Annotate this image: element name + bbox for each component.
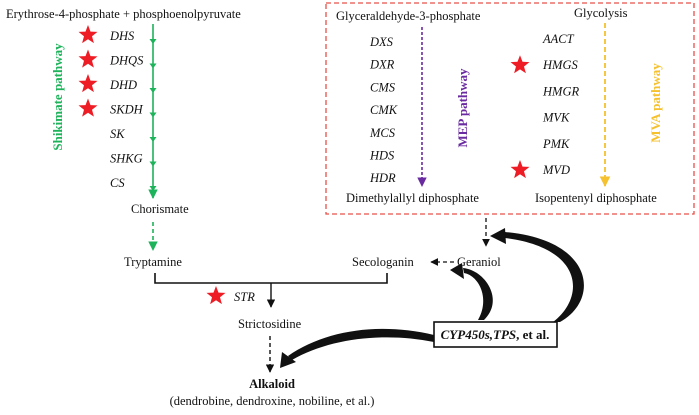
tryptamine-label: Tryptamine [124, 255, 182, 269]
shikimate-enzyme-shkg: SHKG [110, 152, 143, 166]
alkaloid-label: Alkaloid [249, 377, 295, 391]
star-icon [206, 286, 226, 305]
mva-enzyme-mvd: MVD [542, 163, 570, 177]
mep-pathway-label: MEP pathway [455, 68, 470, 148]
mep-enzyme-cmk: CMK [370, 103, 398, 117]
mep-product: Dimethylallyl diphosphate [346, 191, 479, 205]
shikimate-step-arrowhead [149, 186, 157, 191]
star-icon [510, 160, 530, 179]
mep-substrate: Glyceraldehyde-3-phosphate [336, 9, 481, 23]
curve-to-alkaloid [288, 328, 434, 360]
mva-enzyme-hmgs: HMGS [542, 58, 578, 72]
mep-enzyme-list: DXS DXR CMS CMK MCS HDS HDR [369, 35, 398, 185]
mep-enzyme-hdr: HDR [369, 171, 396, 185]
shikimate-enzyme-dhs: DHS [109, 29, 135, 43]
mep-enzyme-hds: HDS [369, 149, 395, 163]
curve-to-terpenoid-head [490, 228, 506, 244]
curve-to-secologanin-head [450, 263, 464, 279]
mep-enzyme-dxr: DXR [369, 58, 395, 72]
star-icon [78, 98, 98, 117]
shikimate-enzyme-dhd: DHD [109, 78, 137, 92]
alkaloid-examples: (dendrobine, dendroxine, nobiline, et al… [170, 394, 375, 408]
mva-enzyme-list: AACT HMGS HMGR MVK PMK MVD [510, 32, 579, 179]
curve-to-terpenoid [505, 232, 584, 322]
shikimate-enzyme-skdh: SKDH [110, 103, 144, 117]
strictosidine-label: Strictosidine [238, 317, 302, 331]
shikimate-enzyme-dhqs: DHQS [109, 54, 144, 68]
star-icon [78, 49, 98, 68]
mva-pathway-label: MVA pathway [648, 63, 663, 143]
shikimate-enzyme-list: DHS DHQS DHD SKDH SK SHKG CS [78, 25, 157, 191]
regulator-tps: ,TPS [489, 327, 516, 342]
condensation-bracket [154, 273, 388, 284]
curve-to-secologanin [463, 268, 493, 320]
shikimate-step-arrowhead [149, 161, 157, 167]
mva-enzyme-hmgr: HMGR [542, 84, 579, 98]
shikimate-substrate: Erythrose-4-phosphate + phosphoenolpyruv… [6, 7, 241, 21]
str-star-icon [206, 286, 226, 305]
mva-enzyme-pmk: PMK [542, 137, 570, 151]
star-icon [510, 55, 530, 74]
mva-product: Isopentenyl diphosphate [535, 191, 657, 205]
str-enzyme-label: STR [234, 290, 255, 304]
mva-enzyme-aact: AACT [542, 32, 575, 46]
shikimate-step-arrowhead [149, 137, 157, 142]
mep-enzyme-cms: CMS [370, 80, 396, 94]
secologanin-label: Secologanin [352, 255, 415, 269]
shikimate-enzyme-cs: CS [110, 176, 125, 190]
curve-to-alkaloid-head [280, 352, 296, 368]
regulator-cyp450: CYP450s [441, 327, 490, 342]
mva-enzyme-mvk: MVK [542, 111, 570, 125]
shikimate-enzyme-sk: SK [110, 127, 125, 141]
regulation-curved-arrows [280, 228, 584, 368]
shikimate-pathway-label: Shikimate pathway [50, 43, 65, 151]
shikimate-step-arrowhead [149, 112, 157, 118]
shikimate-step-arrowhead [149, 63, 157, 69]
mep-enzyme-mcs: MCS [369, 126, 396, 140]
regulator-etal: , et al. [516, 327, 549, 342]
mep-enzyme-dxs: DXS [369, 35, 394, 49]
regulator-box [433, 321, 558, 348]
shikimate-step-arrowhead [149, 88, 157, 93]
shikimate-step-arrowhead [149, 39, 157, 44]
regulator-label: CYP450s,TPS, et al. [441, 327, 550, 342]
mva-substrate: Glycolysis [574, 6, 628, 20]
terpenoid-pathway-box [325, 2, 695, 215]
star-icon [78, 25, 98, 44]
star-icon [78, 74, 98, 93]
geraniol-label: Geraniol [457, 255, 501, 269]
chorismate-label: Chorismate [131, 202, 189, 216]
